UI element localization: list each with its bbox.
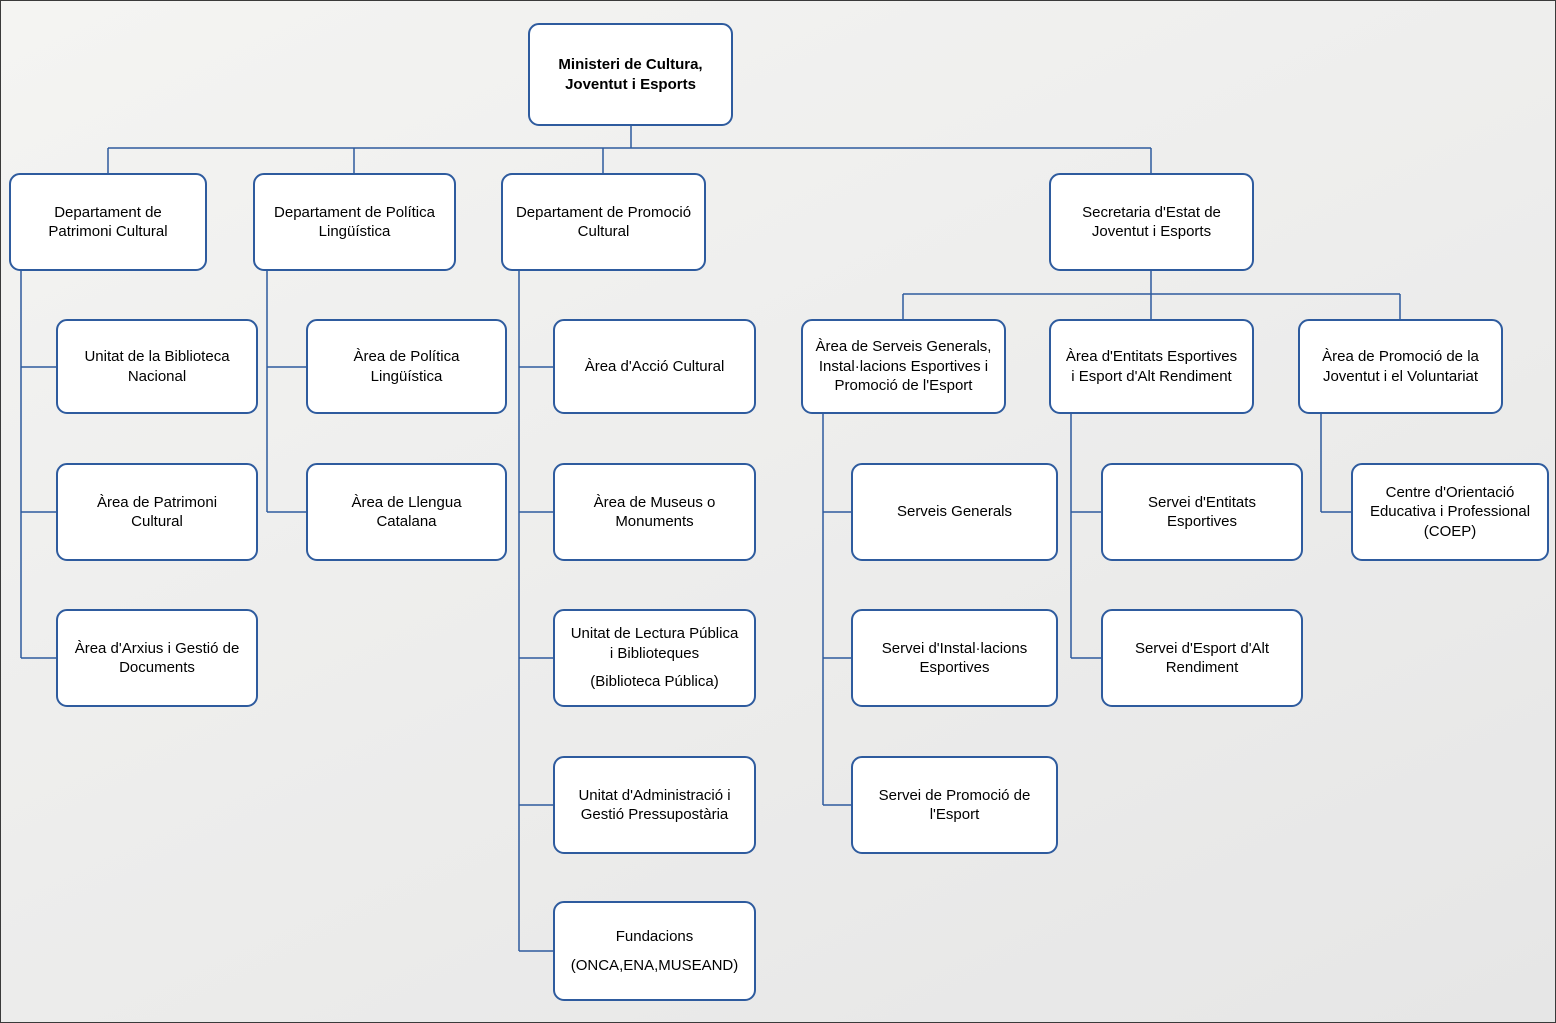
- org-node-label: Unitat d'Administració i Gestió Pressupo…: [578, 786, 731, 824]
- org-node-label: Àrea d'Acció Cultural: [584, 357, 725, 375]
- org-node-unitat-biblioteca-nacional: Unitat de la Biblioteca Nacional: [56, 319, 258, 414]
- connector-joventut-children: [1320, 414, 1351, 513]
- org-node-label: Àrea de Promoció de la Joventut i el Vol…: [1322, 348, 1479, 385]
- org-node-label: Departament de Política Lingüística: [274, 203, 435, 241]
- org-node-label: Departament de Patrimoni Cultural: [48, 203, 168, 241]
- org-node-label: Àrea de Museus o Monuments: [593, 493, 716, 531]
- connector-serveis-generals-children: [822, 414, 851, 806]
- org-node-servei-promocio-esport: Servei de Promoció de l'Esport: [851, 756, 1058, 854]
- connector-promocio-children: [518, 271, 553, 952]
- connector-patrimoni-children: [20, 271, 56, 659]
- org-node-label: Serveis Generals: [896, 503, 1013, 521]
- connector-root-to-departments: [107, 126, 1152, 173]
- org-node-dept-promocio-cultural: Departament de Promoció Cultural: [501, 173, 706, 271]
- org-node-ministeri: Ministeri de Cultura, Joventut i Esports: [528, 23, 733, 126]
- org-node-label: Servei de Promoció de l'Esport: [878, 786, 1031, 824]
- org-node-area-serveis-generals: Àrea de Serveis Generals, Instal·lacions…: [801, 319, 1006, 414]
- org-node-servei-installacions-esportives: Servei d'Instal·lacions Esportives: [851, 609, 1058, 707]
- org-node-label: Àrea de Política Lingüística: [353, 348, 460, 385]
- org-node-fundacions: Fundacions (ONCA,ENA,MUSEAND): [553, 901, 756, 1001]
- org-node-area-promocio-joventut: Àrea de Promoció de la Joventut i el Vol…: [1298, 319, 1503, 414]
- connector-entitats-children: [1070, 414, 1101, 659]
- org-node-label: Àrea d'Arxius i Gestió de Documents: [74, 639, 240, 677]
- org-node-dept-patrimoni: Departament de Patrimoni Cultural: [9, 173, 207, 271]
- org-node-label: Secretaria d'Estat de Joventut i Esports: [1082, 203, 1221, 241]
- org-node-centre-coep: Centre d'Orientació Educativa i Professi…: [1351, 463, 1549, 561]
- connector-secretaria-to-arees: [902, 271, 1401, 319]
- org-node-servei-esport-alt-rendiment: Servei d'Esport d'Alt Rendiment: [1101, 609, 1303, 707]
- org-node-label: Unitat de la Biblioteca Nacional: [84, 348, 230, 385]
- org-node-unitat-lectura-publica: Unitat de Lectura Pública i Biblioteques…: [553, 609, 756, 707]
- org-node-label: Servei d'Esport d'Alt Rendiment: [1134, 639, 1270, 677]
- org-node-unitat-administracio-pressupostaria: Unitat d'Administració i Gestió Pressupo…: [553, 756, 756, 854]
- org-node-serveis-generals: Serveis Generals: [851, 463, 1058, 561]
- org-node-area-entitats-esportives: Àrea d'Entitats Esportives i Esport d'Al…: [1049, 319, 1254, 414]
- org-node-label: Àrea de Patrimoni Cultural: [96, 493, 218, 531]
- org-node-area-politica-linguistica: Àrea de Política Lingüística: [306, 319, 507, 414]
- org-node-area-patrimoni-cultural: Àrea de Patrimoni Cultural: [56, 463, 258, 561]
- org-node-label: Àrea de Serveis Generals, Instal·lacions…: [815, 338, 992, 395]
- org-node-label: Àrea d'Entitats Esportives i Esport d'Al…: [1065, 348, 1238, 385]
- org-node-sublabel: (Biblioteca Pública): [590, 673, 719, 691]
- org-node-label: Servei d'Instal·lacions Esportives: [881, 639, 1028, 677]
- org-node-label: Àrea de Llengua Catalana: [351, 493, 462, 531]
- org-node-label: Ministeri de Cultura, Joventut i Esports: [558, 56, 703, 93]
- org-node-label: Fundacions: [615, 928, 694, 945]
- org-node-label: Unitat de Lectura Pública i Biblioteques: [570, 625, 739, 662]
- connector-politica-children: [266, 271, 306, 513]
- org-node-label: Departament de Promoció Cultural: [515, 203, 692, 241]
- org-node-label: Servei d'Entitats Esportives: [1148, 493, 1256, 531]
- org-node-area-accio-cultural: Àrea d'Acció Cultural: [553, 319, 756, 414]
- org-node-dept-politica-linguistica: Departament de Política Lingüística: [253, 173, 456, 271]
- org-node-servei-entitats-esportives: Servei d'Entitats Esportives: [1101, 463, 1303, 561]
- org-node-area-arxius-gestio-documents: Àrea d'Arxius i Gestió de Documents: [56, 609, 258, 707]
- org-node-area-llengua-catalana: Àrea de Llengua Catalana: [306, 463, 507, 561]
- org-node-secretaria-joventut-esports: Secretaria d'Estat de Joventut i Esports: [1049, 173, 1254, 271]
- org-node-area-museus-monuments: Àrea de Museus o Monuments: [553, 463, 756, 561]
- org-node-label: Centre d'Orientació Educativa i Professi…: [1369, 483, 1531, 540]
- org-node-sublabel: (ONCA,ENA,MUSEAND): [570, 956, 739, 974]
